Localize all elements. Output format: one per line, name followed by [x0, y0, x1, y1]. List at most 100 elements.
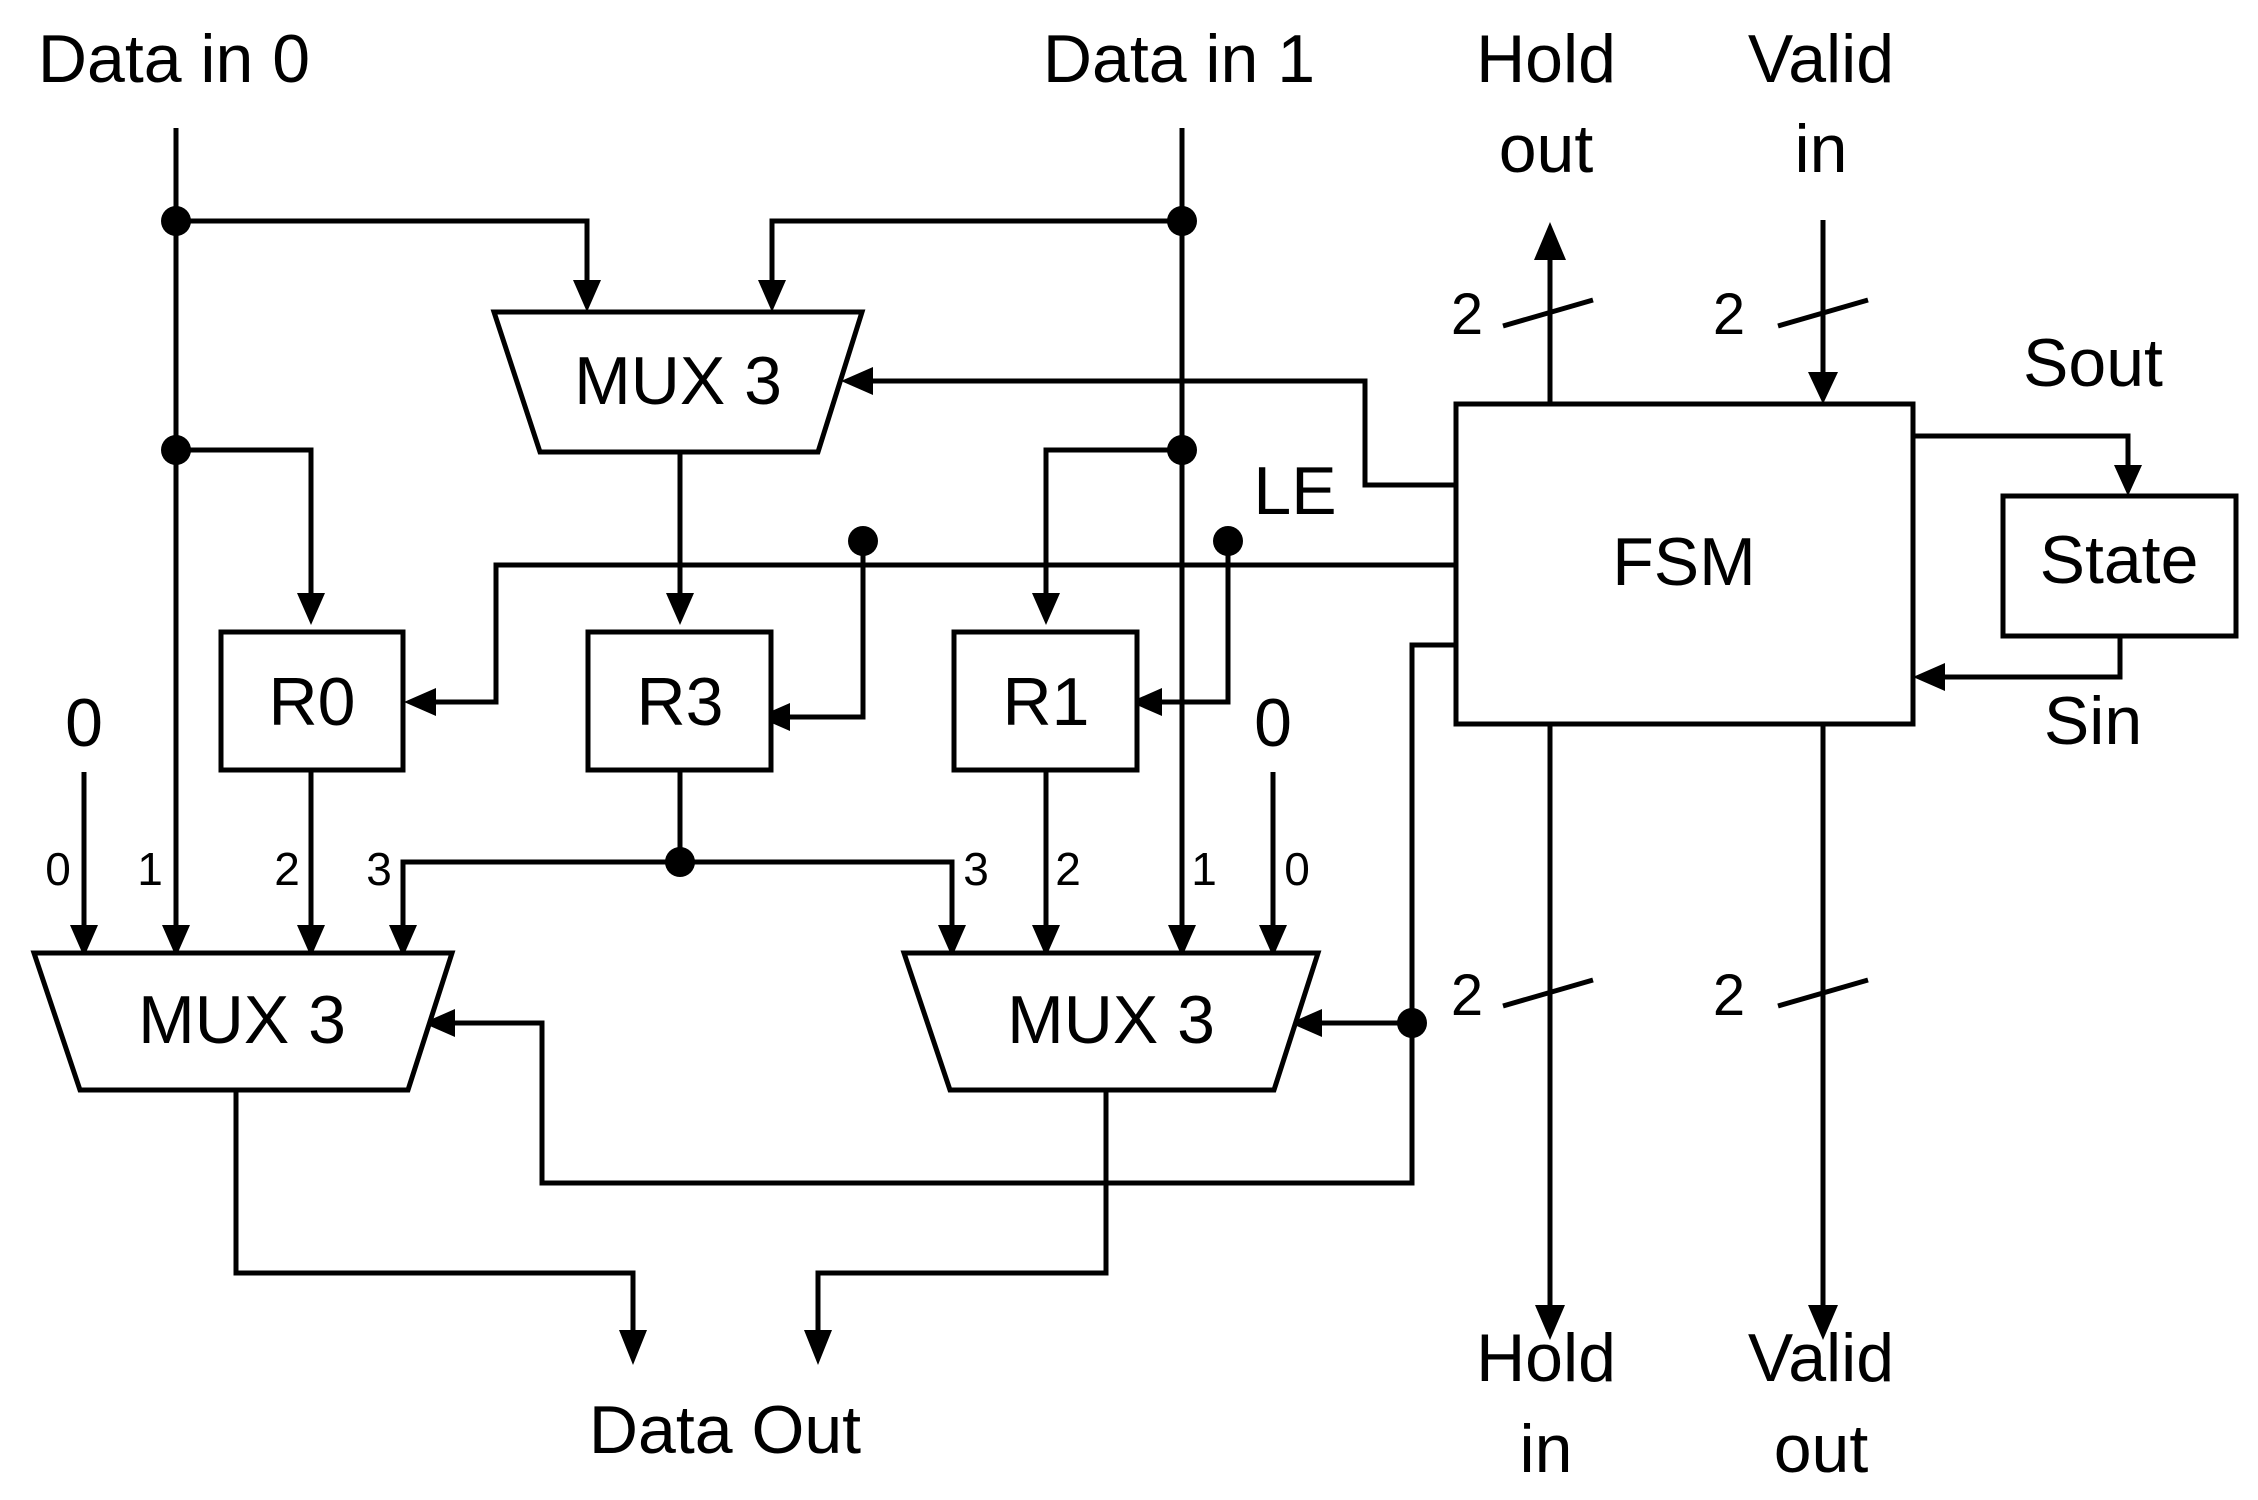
wire-sout: [1915, 433, 2131, 470]
arrow-down-ml-3: [389, 925, 417, 957]
mux-right-input-3: 3: [963, 843, 989, 895]
wire-sin: [1945, 636, 2123, 680]
register-r1: [951, 629, 1140, 773]
mux-top: [490, 309, 866, 455]
arrow-down-r0: [297, 593, 325, 625]
mux-right: [900, 950, 1322, 1093]
mux-left: [30, 950, 456, 1093]
zero-left-label: 0: [65, 685, 103, 761]
arrow-left-mr-sel: [1290, 1009, 1322, 1037]
register-r0: [218, 629, 406, 773]
arrow-down-mr-3: [938, 925, 966, 957]
zero-right-label: 0: [1254, 685, 1292, 761]
sout-label: Sout: [2023, 325, 2163, 401]
wires: [81, 128, 2131, 1335]
sin-label: Sin: [2044, 683, 2142, 759]
wire-fsm-to-mux-top: [873, 378, 1456, 488]
valid-out-label-line2: out: [1774, 1411, 1869, 1487]
mux-right-input-1: 1: [1191, 843, 1217, 895]
mux-left-input-2: 2: [274, 843, 300, 895]
bus-width-hold-in: 2: [1451, 963, 1483, 1028]
bus-slash-hold-out: [1502, 297, 1594, 329]
arrow-down-mr-0: [1259, 925, 1287, 957]
junction-dot: [665, 847, 695, 877]
bus-slash-valid-in: [1777, 297, 1869, 329]
state-block: [2000, 493, 2239, 639]
register-r3: [585, 629, 774, 773]
arrow-left-fsm-sin: [1913, 663, 1945, 691]
arrowheads: [70, 222, 2142, 1365]
mux-left-input-1: 1: [137, 843, 163, 895]
hold-out-label-line1: Hold: [1476, 21, 1616, 97]
bus-width-valid-in: 2: [1713, 282, 1745, 347]
mux-left-label: MUX 3: [138, 982, 346, 1058]
wire-d1-to-mux-top: [769, 218, 1182, 290]
arrow-left-ml-sel: [423, 1009, 455, 1037]
mux-right-input-0: 0: [1284, 843, 1310, 895]
hold-in-label-line2: in: [1520, 1411, 1573, 1487]
mux-top-label: MUX 3: [574, 343, 782, 419]
wire-r3-to-mux-left: [400, 859, 680, 935]
wire-le-to-r1: [1162, 541, 1231, 705]
bus-slash-valid-out: [1777, 977, 1869, 1009]
valid-out-label-line1: Valid: [1748, 1320, 1894, 1396]
wire-le-to-r0: [436, 562, 1456, 705]
junction-dot: [161, 435, 191, 465]
mux-right-label: MUX 3: [1007, 982, 1215, 1058]
hold-in-label-line1: Hold: [1476, 1320, 1616, 1396]
wire-d0-to-mux-top: [176, 218, 590, 290]
arrow-down-ml-1: [162, 925, 190, 957]
wire-mux-left-to-data-out: [233, 1090, 636, 1335]
register-r0-label: R0: [269, 664, 356, 740]
register-r3-label: R3: [637, 664, 724, 740]
arrow-down-mux-top-d1: [758, 280, 786, 312]
arrow-up-hold-out: [1534, 222, 1566, 260]
wire-fsm-to-mux-left: [455, 1020, 1415, 1186]
mux-left-input-0: 0: [45, 843, 71, 895]
data-out-label: Data Out: [589, 1392, 861, 1468]
wire-le-to-r3: [790, 541, 866, 720]
arrow-down-data-out-l: [619, 1330, 647, 1365]
fsm-label: FSM: [1612, 524, 1756, 600]
arrow-down-mr-2: [1032, 925, 1060, 957]
bus-width-hold-out: 2: [1451, 282, 1483, 347]
arrow-down-valid-out: [1808, 1305, 1838, 1340]
arrow-left-mux-top-sel: [841, 367, 873, 395]
arrow-down-r1: [1032, 593, 1060, 625]
data-in-0-label: Data in 0: [38, 21, 310, 97]
fsm-block: [1453, 401, 1916, 727]
bus-slash-hold-in: [1502, 977, 1594, 1009]
junction-dot: [848, 526, 878, 556]
junction-dot: [161, 206, 191, 236]
arrow-down-state: [2114, 465, 2142, 496]
wire-fsm-to-mux-right: [1322, 642, 1456, 1026]
valid-in-label-line2: in: [1795, 111, 1848, 187]
arrow-down-ml-2: [297, 925, 325, 957]
wire-d1-to-r1: [1043, 447, 1182, 603]
junction-dot: [1213, 526, 1243, 556]
data-in-1-label: Data in 1: [1043, 21, 1315, 97]
junction-dot: [1167, 206, 1197, 236]
arrow-down-hold-in: [1535, 1305, 1565, 1340]
arrow-down-mux-top-d0: [573, 280, 601, 312]
arrow-left-r1-le: [1130, 688, 1162, 716]
le-label: LE: [1253, 453, 1336, 529]
register-r1-label: R1: [1003, 664, 1090, 740]
labels: Data in 0 Data in 1 Hold out Valid in So…: [38, 21, 2163, 1487]
arrow-down-mr-1: [1168, 925, 1196, 957]
arrow-down-valid-in: [1808, 372, 1838, 404]
arrow-down-r3: [666, 593, 694, 625]
valid-in-label-line1: Valid: [1748, 21, 1894, 97]
mux-right-input-2: 2: [1055, 843, 1081, 895]
hold-out-label-line2: out: [1499, 111, 1594, 187]
blocks: MUX 3 R0 R3 R1 MUX 3 MUX 3 FSM State: [30, 309, 2239, 1093]
wire-r3-to-mux-right: [680, 859, 955, 935]
arrow-left-r3-le: [758, 703, 790, 731]
arrow-left-r0-le: [404, 688, 436, 716]
junction-dot: [1167, 435, 1197, 465]
state-label: State: [2040, 522, 2199, 598]
mux-left-input-3: 3: [366, 843, 392, 895]
junction-dot: [1397, 1008, 1427, 1038]
arrow-down-data-out-r: [804, 1330, 832, 1365]
